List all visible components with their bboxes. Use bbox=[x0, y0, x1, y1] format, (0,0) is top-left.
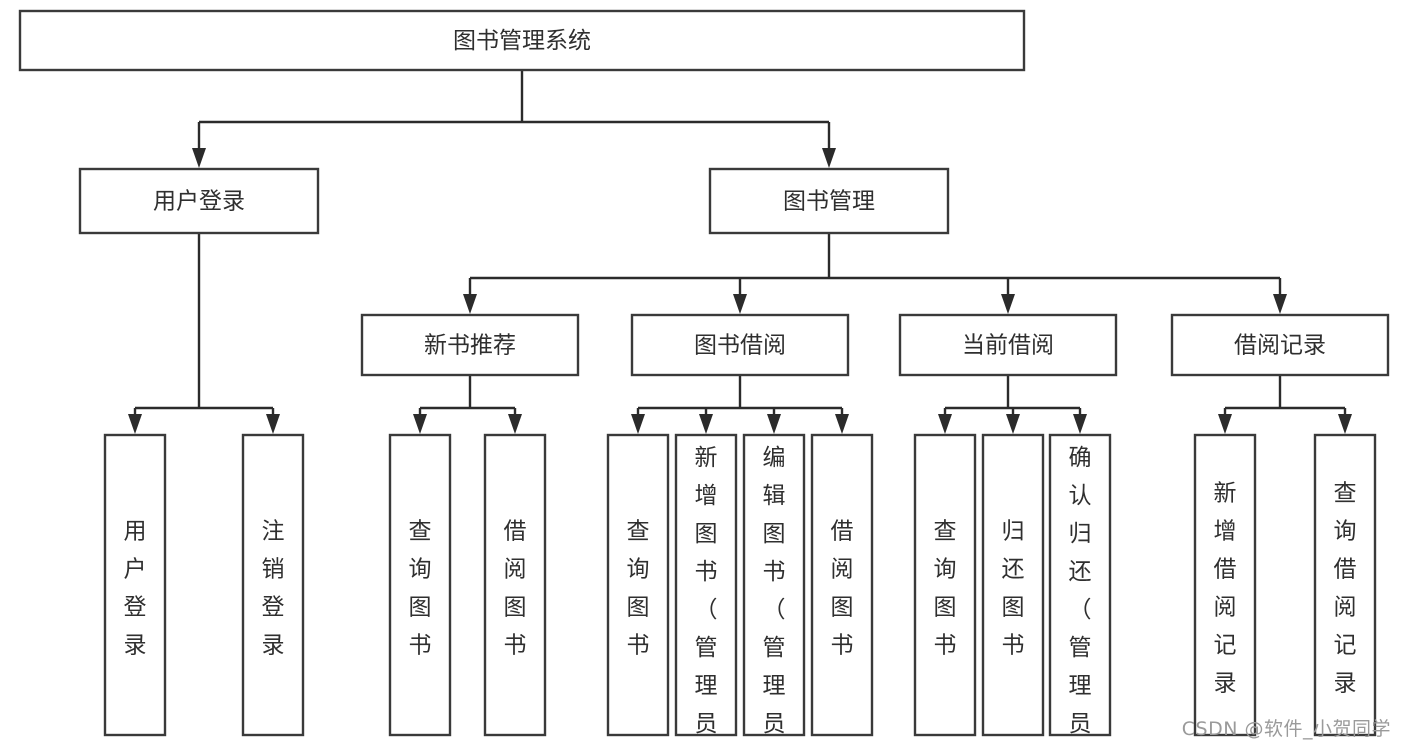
node-box-leaf-query-book-3[interactable] bbox=[913, 433, 977, 737]
node-label-new-book-rec: 新书推荐 bbox=[424, 333, 516, 359]
node-box-leaf-return-book[interactable] bbox=[981, 433, 1045, 737]
connector-book-borrow bbox=[631, 375, 849, 434]
node-box-leaf-confirm-return[interactable] bbox=[1048, 433, 1112, 737]
node-leaf-query-book-3[interactable]: 查询图书 bbox=[913, 433, 977, 737]
node-book-manage[interactable]: 图书管理 bbox=[708, 167, 950, 235]
node-box-leaf-logout[interactable] bbox=[241, 433, 305, 737]
node-leaf-add-book[interactable]: 新增图书（管理员） bbox=[674, 433, 738, 747]
node-label-root: 图书管理系统 bbox=[453, 28, 591, 54]
arrow-head-icon bbox=[1001, 294, 1015, 314]
arrow-head-icon bbox=[413, 414, 427, 434]
node-box-leaf-query-book-1[interactable] bbox=[388, 433, 452, 737]
node-new-book-rec[interactable]: 新书推荐 bbox=[360, 313, 580, 377]
node-box-leaf-borrow-book-1[interactable] bbox=[483, 433, 547, 737]
node-box-leaf-user-login[interactable] bbox=[103, 433, 167, 737]
arrow-head-icon bbox=[699, 414, 713, 434]
connectors-layer bbox=[128, 70, 1352, 434]
nodes-layer: 图书管理系统用户登录图书管理新书推荐图书借阅当前借阅借阅记录用户登录注销登录查询… bbox=[18, 9, 1390, 747]
arrow-head-icon bbox=[508, 414, 522, 434]
arrow-head-icon bbox=[1338, 414, 1352, 434]
arrow-head-icon bbox=[938, 414, 952, 434]
node-leaf-user-login[interactable]: 用户登录 bbox=[103, 433, 167, 737]
node-label-leaf-add-record: 新增借阅记录 bbox=[1214, 481, 1237, 697]
node-leaf-logout[interactable]: 注销登录 bbox=[241, 433, 305, 737]
node-label-leaf-return-book: 归还图书 bbox=[1002, 519, 1025, 659]
arrow-head-icon bbox=[733, 294, 747, 314]
node-current-borrow[interactable]: 当前借阅 bbox=[898, 313, 1118, 377]
node-label-leaf-borrow-book-2: 借阅图书 bbox=[831, 519, 854, 659]
node-box-new-book-rec[interactable] bbox=[360, 313, 580, 377]
arrow-head-icon bbox=[1073, 414, 1087, 434]
node-leaf-query-book-1[interactable]: 查询图书 bbox=[388, 433, 452, 737]
node-box-root[interactable] bbox=[18, 9, 1026, 72]
arrow-head-icon bbox=[631, 414, 645, 434]
node-label-leaf-query-book-2: 查询图书 bbox=[627, 519, 650, 659]
node-box-book-borrow[interactable] bbox=[630, 313, 850, 377]
connector-borrow-record bbox=[1218, 375, 1352, 434]
csdn-watermark: CSDN @软件_小贺同学 bbox=[1181, 718, 1391, 740]
arrow-head-icon bbox=[822, 148, 836, 168]
connector-current-borrow bbox=[938, 375, 1087, 434]
node-label-leaf-user-login: 用户登录 bbox=[124, 519, 147, 659]
node-label-leaf-confirm-return: 确认归还（管理员） bbox=[1069, 445, 1092, 747]
node-label-leaf-query-book-3: 查询图书 bbox=[934, 519, 957, 659]
node-leaf-borrow-book-1[interactable]: 借阅图书 bbox=[483, 433, 547, 737]
node-leaf-query-record[interactable]: 查询借阅记录 bbox=[1313, 433, 1377, 737]
node-box-leaf-query-book-2[interactable] bbox=[606, 433, 670, 737]
node-leaf-return-book[interactable]: 归还图书 bbox=[981, 433, 1045, 737]
node-label-user-login: 用户登录 bbox=[153, 189, 245, 215]
node-box-borrow-record[interactable] bbox=[1170, 313, 1390, 377]
node-box-leaf-query-record[interactable] bbox=[1313, 433, 1377, 737]
node-user-login[interactable]: 用户登录 bbox=[78, 167, 320, 235]
node-label-leaf-add-book: 新增图书（管理员） bbox=[695, 445, 718, 747]
node-leaf-borrow-book-2[interactable]: 借阅图书 bbox=[810, 433, 874, 737]
node-label-leaf-borrow-book-1: 借阅图书 bbox=[504, 519, 527, 659]
arrow-head-icon bbox=[192, 148, 206, 168]
node-box-leaf-edit-book[interactable] bbox=[742, 433, 806, 737]
arrow-head-icon bbox=[266, 414, 280, 434]
arrow-head-icon bbox=[1218, 414, 1232, 434]
node-box-leaf-add-record[interactable] bbox=[1193, 433, 1257, 737]
node-book-borrow[interactable]: 图书借阅 bbox=[630, 313, 850, 377]
node-label-book-manage: 图书管理 bbox=[783, 189, 875, 215]
node-label-leaf-query-book-1: 查询图书 bbox=[409, 519, 432, 659]
node-box-current-borrow[interactable] bbox=[898, 313, 1118, 377]
arrow-head-icon bbox=[1273, 294, 1287, 314]
arrow-head-icon bbox=[1006, 414, 1020, 434]
node-root[interactable]: 图书管理系统 bbox=[18, 9, 1026, 72]
node-label-leaf-logout: 注销登录 bbox=[262, 519, 285, 659]
node-leaf-confirm-return[interactable]: 确认归还（管理员） bbox=[1048, 433, 1112, 747]
node-box-book-manage[interactable] bbox=[708, 167, 950, 235]
arrow-head-icon bbox=[767, 414, 781, 434]
connector-user-login bbox=[128, 233, 280, 434]
node-label-borrow-record: 借阅记录 bbox=[1234, 333, 1326, 359]
node-box-user-login[interactable] bbox=[78, 167, 320, 235]
node-label-current-borrow: 当前借阅 bbox=[962, 333, 1054, 359]
node-leaf-add-record[interactable]: 新增借阅记录 bbox=[1193, 433, 1257, 737]
connector-root bbox=[192, 70, 836, 168]
node-label-leaf-edit-book: 编辑图书（管理员） bbox=[763, 445, 786, 747]
node-box-leaf-add-book[interactable] bbox=[674, 433, 738, 737]
connector-new-book-rec bbox=[413, 375, 522, 434]
node-borrow-record[interactable]: 借阅记录 bbox=[1170, 313, 1390, 377]
node-leaf-edit-book[interactable]: 编辑图书（管理员） bbox=[742, 433, 806, 747]
node-label-leaf-query-record: 查询借阅记录 bbox=[1334, 481, 1357, 697]
arrow-head-icon bbox=[835, 414, 849, 434]
node-label-book-borrow: 图书借阅 bbox=[694, 333, 786, 359]
node-leaf-query-book-2[interactable]: 查询图书 bbox=[606, 433, 670, 737]
node-box-leaf-borrow-book-2[interactable] bbox=[810, 433, 874, 737]
arrow-head-icon bbox=[128, 414, 142, 434]
connector-book-manage bbox=[463, 233, 1287, 314]
arrow-head-icon bbox=[463, 294, 477, 314]
